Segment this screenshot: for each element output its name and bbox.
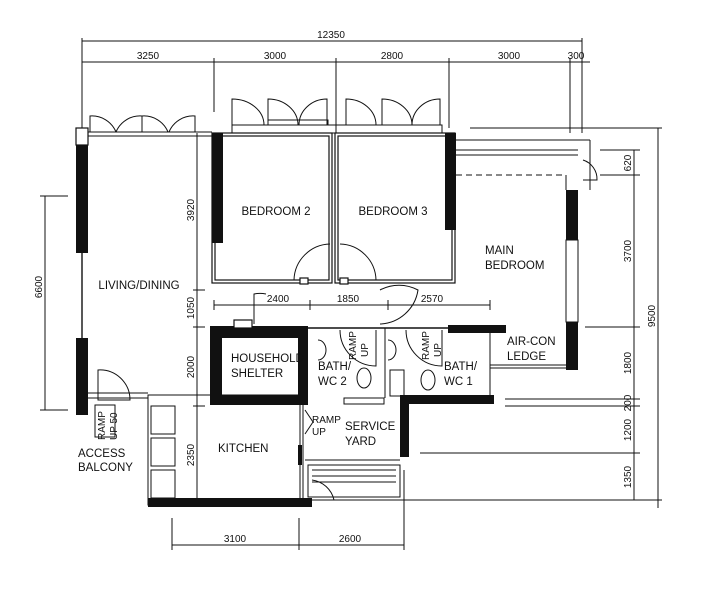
dim-bottom: 3100 [224,534,247,545]
room-label-bath-wc-2: BATH/ [318,361,352,373]
dim-top: 300 [568,51,585,62]
room-label-bedroom-3: BEDROOM 3 [358,206,427,218]
dim-top: 3000 [264,51,287,62]
dim-right-inner: 1800 [623,351,634,374]
dim-overall-width: 12350 [317,30,345,41]
dim-right-inner: 3700 [623,239,634,262]
ramp-label: UP [360,343,371,357]
room-label-kitchen: KITCHEN [218,443,268,455]
room-label-service-yard: YARD [345,436,376,448]
ramp-label: RAMP [312,415,341,426]
ramp-label: UP [312,427,326,438]
walls [75,119,591,507]
room-label-access-balcony: ACCESS [78,448,126,460]
dim-left-inner: 3920 [186,198,197,221]
ramp-label: UP [433,343,444,357]
ramp-label: RAMP [348,331,359,360]
ramp-label: UP 50 [109,412,120,440]
dim-left-total: 6600 [34,275,45,298]
room-label-bath-wc-1: WC 1 [444,376,473,388]
room-label-living-dining: LIVING/DINING [98,280,179,292]
ramp-label: RAMP [421,331,432,360]
dim-corridor: 1850 [337,294,360,305]
room-labels: BEDROOM 2 BEDROOM 3 MAIN BEDROOM LIVING/… [78,206,556,474]
dimension-labels: 12350 3250 3000 2800 3000 300 6600 3920 … [34,30,658,545]
dim-right-inner: 1350 [623,465,634,488]
room-label-main-bedroom: MAIN [485,245,514,257]
dim-bottom: 2600 [339,534,362,545]
room-label-main-bedroom: BEDROOM [485,260,544,272]
dim-left-inner: 2000 [186,355,197,378]
dimension-lines [40,38,662,550]
dim-corridor: 2400 [267,294,290,305]
dim-right-total: 9500 [647,304,658,327]
dim-left-inner: 1050 [186,296,197,319]
dim-right-inner: 1200 [623,418,634,441]
dim-right-inner: 620 [623,154,634,171]
room-label-household-shelter: HOUSEHOLD [231,353,304,365]
room-label-bedroom-2: BEDROOM 2 [241,206,310,218]
dim-corridor: 2570 [421,294,444,305]
room-label-access-balcony: BALCONY [78,462,133,474]
dim-top: 3000 [498,51,521,62]
doors [89,98,598,501]
ramp-label: RAMP [97,411,108,440]
room-label-aircon-ledge: LEDGE [507,351,546,363]
room-label-household-shelter: SHELTER [231,368,283,380]
dim-left-inner: 2350 [186,443,197,466]
room-label-service-yard: SERVICE [345,421,396,433]
dim-right-inner: 200 [623,394,634,411]
dim-top: 2800 [381,51,404,62]
room-label-aircon-ledge: AIR-CON [507,336,556,348]
room-label-bath-wc-2: WC 2 [318,376,347,388]
room-label-bath-wc-1: BATH/ [444,361,478,373]
dim-top: 3250 [137,51,160,62]
